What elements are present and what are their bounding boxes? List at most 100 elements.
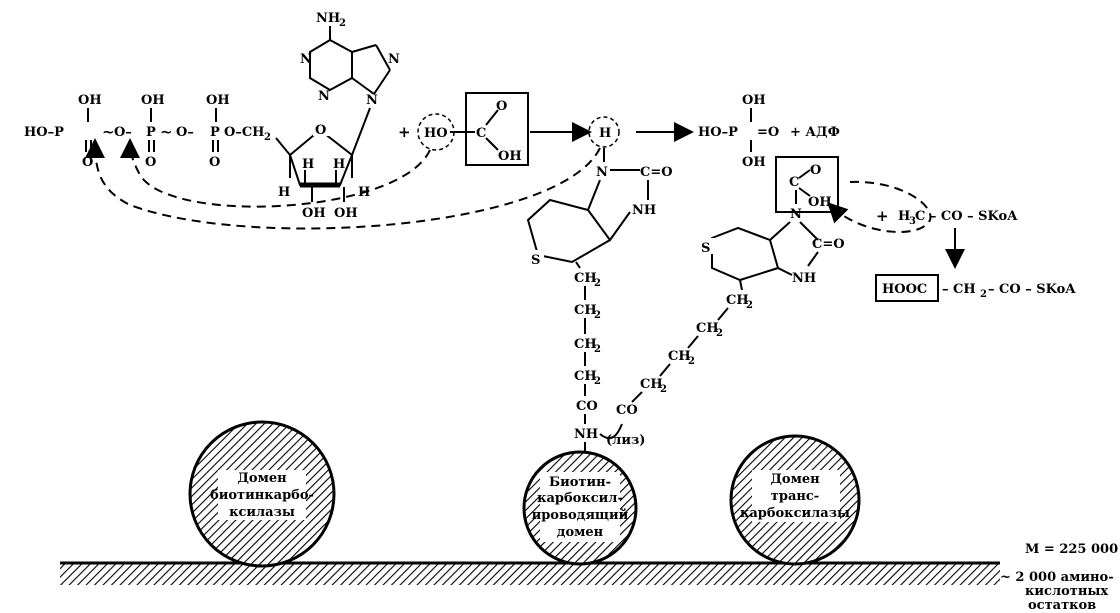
domain-2-line-3: проводящий bbox=[532, 508, 629, 523]
svg-text:2: 2 bbox=[594, 278, 601, 289]
svg-text:CH: CH bbox=[574, 271, 597, 286]
svg-text:O–: O– bbox=[114, 125, 132, 140]
biotin-1: N C=O NH S bbox=[526, 148, 673, 269]
svg-text:H: H bbox=[278, 185, 290, 200]
svg-text:2: 2 bbox=[746, 300, 753, 311]
biotin-1-chain: CH2 CH2 CH2 CH2 CO NH (лиз) bbox=[574, 271, 645, 452]
svg-text:=O: =O bbox=[757, 125, 779, 140]
svg-text:2: 2 bbox=[980, 289, 987, 300]
svg-text:2: 2 bbox=[688, 356, 695, 367]
svg-text:O: O bbox=[145, 155, 156, 170]
svg-text:HO–P: HO–P bbox=[24, 125, 64, 140]
svg-text:OH: OH bbox=[78, 93, 102, 108]
svg-text:2: 2 bbox=[716, 328, 723, 339]
svg-text:C: C bbox=[476, 126, 486, 141]
svg-text:OH: OH bbox=[498, 149, 522, 164]
malonyl-coa: HOOC – CH 2 – CO – SKoA bbox=[875, 274, 1076, 302]
svg-text:(лиз): (лиз) bbox=[606, 433, 645, 448]
domain-2-line-1: Биотин- bbox=[549, 475, 611, 490]
svg-text:CO: CO bbox=[616, 403, 638, 418]
svg-text:P: P bbox=[146, 125, 156, 140]
svg-text:N: N bbox=[366, 93, 378, 108]
molecular-mass: M = 225 000 bbox=[1025, 542, 1118, 557]
svg-text:O: O bbox=[209, 155, 220, 170]
svg-text:2: 2 bbox=[594, 376, 601, 387]
svg-text:O: O bbox=[810, 163, 821, 178]
domain-transcarboxylase: Домен транс- карбоксилазы bbox=[729, 434, 861, 566]
svg-text:H: H bbox=[898, 209, 910, 224]
biotin-2-chain: CH2 CH2 CH2 CH2 CO bbox=[616, 293, 753, 418]
svg-text:P: P bbox=[210, 125, 220, 140]
svg-text:2: 2 bbox=[339, 18, 346, 29]
domain-1-line-2: биотинкарбо- bbox=[210, 488, 314, 503]
svg-text:N: N bbox=[596, 165, 608, 180]
svg-text:CH: CH bbox=[574, 303, 597, 318]
svg-text:HO–P: HO–P bbox=[698, 125, 738, 140]
svg-text:NH: NH bbox=[574, 427, 598, 442]
domain-3-line-2: транс- bbox=[771, 489, 819, 504]
svg-text:OH: OH bbox=[141, 93, 165, 108]
svg-text:NH: NH bbox=[316, 11, 340, 26]
aa-line-1: ~ 2 000 амино- bbox=[1000, 570, 1114, 585]
svg-text:OH: OH bbox=[808, 195, 832, 210]
svg-text:2: 2 bbox=[264, 132, 271, 143]
domain-1-line-1: Домен bbox=[237, 471, 287, 486]
svg-text:+: + bbox=[398, 123, 411, 141]
svg-text:NH: NH bbox=[792, 271, 816, 286]
dashed-arrows bbox=[85, 138, 932, 233]
svg-text:C=O: C=O bbox=[640, 165, 673, 180]
svg-text:O: O bbox=[496, 99, 507, 114]
svg-text:CH: CH bbox=[726, 293, 749, 308]
svg-text:N: N bbox=[790, 207, 802, 222]
domain-3-line-1: Домен bbox=[770, 472, 820, 487]
domain-3-line-3: карбоксилазы bbox=[740, 506, 850, 521]
acetyl-coa: + H 3 C – CO – SKoA bbox=[876, 207, 1018, 227]
svg-text:2: 2 bbox=[594, 344, 601, 355]
svg-text:+ АДФ: + АДФ bbox=[790, 125, 840, 140]
aa-line-3: остатков bbox=[1028, 598, 1096, 613]
svg-text:S: S bbox=[531, 253, 540, 268]
atp-molecule: OH OH OH HO–P ~ O– P ~ O– P O–CH 2 O O O… bbox=[24, 11, 400, 221]
svg-text:~: ~ bbox=[160, 123, 173, 141]
svg-text:– CO – SKoA: – CO – SKoA bbox=[988, 282, 1076, 297]
svg-text:CH: CH bbox=[696, 321, 719, 336]
mass-info: M = 225 000 ~ 2 000 амино- кислотных ост… bbox=[1000, 542, 1118, 613]
svg-text:OH: OH bbox=[742, 155, 766, 170]
svg-text:OH: OH bbox=[302, 206, 326, 221]
svg-text:2: 2 bbox=[594, 310, 601, 321]
svg-text:C: C bbox=[789, 175, 799, 190]
svg-text:HOOC: HOOC bbox=[882, 282, 927, 297]
phosphate-product: OH HO–P =O OH + АДФ bbox=[698, 93, 840, 170]
svg-text:NH: NH bbox=[632, 203, 656, 218]
domain-2-line-4: домен bbox=[557, 525, 604, 540]
svg-text:C=O: C=O bbox=[812, 237, 845, 252]
svg-text:C – CO – SKoA: C – CO – SKoA bbox=[915, 209, 1018, 224]
svg-text:CH: CH bbox=[574, 337, 597, 352]
svg-text:OH: OH bbox=[206, 93, 230, 108]
svg-text:H: H bbox=[599, 126, 611, 141]
svg-text:CH: CH bbox=[640, 377, 663, 392]
svg-text:N: N bbox=[388, 52, 400, 67]
svg-text:O: O bbox=[82, 155, 93, 170]
svg-text:H: H bbox=[302, 157, 314, 172]
svg-text:O–: O– bbox=[176, 125, 194, 140]
svg-text:OH: OH bbox=[334, 206, 358, 221]
svg-text:OH: OH bbox=[742, 93, 766, 108]
svg-text:3: 3 bbox=[909, 216, 916, 227]
svg-text:+: + bbox=[876, 207, 889, 225]
svg-text:O–CH: O–CH bbox=[224, 125, 264, 140]
bicarbonate: + HO C O OH bbox=[398, 92, 529, 166]
svg-text:N: N bbox=[318, 89, 330, 104]
domain-biotin-carboxylase: Домен биотинкарбо- ксилазы bbox=[188, 420, 336, 568]
svg-text:~: ~ bbox=[102, 123, 115, 141]
biotin-2: C O OH N C=O NH S bbox=[700, 156, 845, 291]
domain-1-line-3: ксилазы bbox=[229, 505, 295, 520]
domain-biotin-carrier: Биотин- карбоксил- проводящий домен bbox=[522, 450, 638, 566]
svg-text:CH: CH bbox=[668, 349, 691, 364]
h-circle bbox=[588, 116, 620, 148]
svg-text:N: N bbox=[300, 52, 312, 67]
svg-text:2: 2 bbox=[660, 384, 667, 395]
svg-text:O: O bbox=[315, 123, 326, 138]
